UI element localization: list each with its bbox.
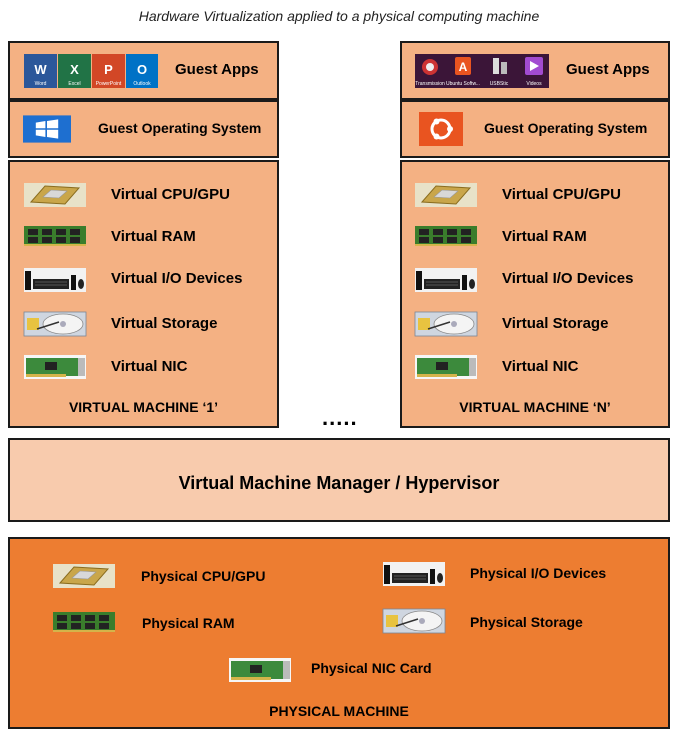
hard-disk-icon (414, 311, 478, 337)
io-devices-icon (382, 561, 446, 587)
vm1-guest-apps-box: W Word X Excel P PowerPoint O Outlook Gu… (8, 41, 279, 100)
ubuntu-logo-icon (419, 112, 463, 146)
vmN-io-label: Virtual I/O Devices (502, 270, 634, 287)
vmN-cpu-label: Virtual CPU/GPU (502, 186, 621, 203)
svg-text:Word: Word (35, 81, 47, 87)
physical-nic-label: Physical NIC Card (311, 660, 432, 676)
physical-cpu-label: Physical CPU/GPU (141, 568, 266, 584)
svg-text:O: O (137, 62, 147, 77)
svg-text:PowerPoint: PowerPoint (96, 81, 122, 87)
vm1-title: VIRTUAL MACHINE ‘1’ (68, 399, 219, 415)
vm1-guest-os-label: Guest Operating System (98, 120, 262, 136)
svg-text:A: A (459, 60, 468, 74)
svg-text:Excel: Excel (68, 81, 80, 87)
network-card-icon (23, 354, 87, 380)
hard-disk-icon (382, 608, 446, 634)
physical-storage-label: Physical Storage (470, 614, 583, 630)
vmN-guest-apps-box: Transmission A Ubuntu Softw... USBStic V… (400, 41, 670, 100)
vm1-io-label: Virtual I/O Devices (111, 270, 243, 287)
cpu-chip-icon (414, 182, 478, 208)
cpu-chip-icon (52, 563, 116, 589)
vmN-guest-os-box: Guest Operating System (400, 100, 670, 158)
vm1-ram-label: Virtual RAM (111, 228, 196, 245)
svg-text:Ubuntu Softw...: Ubuntu Softw... (446, 81, 480, 87)
svg-text:Videos: Videos (526, 81, 542, 87)
office-apps-icon: W Word X Excel P PowerPoint O Outlook (24, 54, 158, 88)
physical-ram-label: Physical RAM (142, 615, 235, 631)
vmN-nic-label: Virtual NIC (502, 358, 579, 375)
vmN-ram-label: Virtual RAM (502, 228, 587, 245)
vmN-hardware-box: Virtual CPU/GPU Virtual RAM Virtual I/O … (400, 160, 670, 428)
vmN-guest-os-label: Guest Operating System (484, 120, 648, 136)
vm1-guest-os-box: Guest Operating System (8, 100, 279, 158)
hypervisor-label: Virtual Machine Manager / Hypervisor (178, 473, 500, 493)
svg-text:X: X (70, 62, 79, 77)
svg-text:W: W (34, 62, 47, 77)
physical-machine-title: PHYSICAL MACHINE (269, 703, 409, 719)
vm1-nic-label: Virtual NIC (111, 358, 188, 375)
diagram-caption: Hardware Virtualization applied to a phy… (138, 8, 540, 24)
ram-module-icon (414, 223, 478, 249)
vm1-hardware-box: Virtual CPU/GPU Virtual RAM Virtual I/O … (8, 160, 279, 428)
ellipsis: ..... (322, 405, 358, 430)
cpu-chip-icon (23, 182, 87, 208)
vm1-cpu-label: Virtual CPU/GPU (111, 186, 230, 203)
hypervisor-box: Virtual Machine Manager / Hypervisor (8, 438, 670, 522)
network-card-icon (414, 354, 478, 380)
svg-text:Transmission: Transmission (415, 81, 445, 87)
physical-machine-box: Physical CPU/GPU Physical I/O Devices Ph… (8, 537, 670, 729)
vmN-guest-apps-label: Guest Apps (566, 61, 650, 78)
vmN-title: VIRTUAL MACHINE ‘N’ (459, 399, 611, 415)
io-devices-icon (23, 267, 87, 293)
vm1-storage-label: Virtual Storage (111, 315, 218, 332)
physical-io-label: Physical I/O Devices (470, 565, 607, 581)
network-card-icon (228, 655, 292, 685)
hard-disk-icon (23, 311, 87, 337)
ram-module-icon (23, 223, 87, 249)
ubuntu-apps-icon: Transmission A Ubuntu Softw... USBStic V… (415, 54, 549, 88)
vmN-storage-label: Virtual Storage (502, 315, 609, 332)
svg-text:USBStic: USBStic (490, 81, 509, 87)
svg-text:P: P (104, 62, 113, 77)
svg-text:Outlook: Outlook (133, 81, 151, 87)
vm1-guest-apps-label: Guest Apps (175, 61, 259, 78)
ram-module-icon (52, 609, 116, 635)
io-devices-icon (414, 267, 478, 293)
windows-logo-icon (23, 112, 71, 146)
